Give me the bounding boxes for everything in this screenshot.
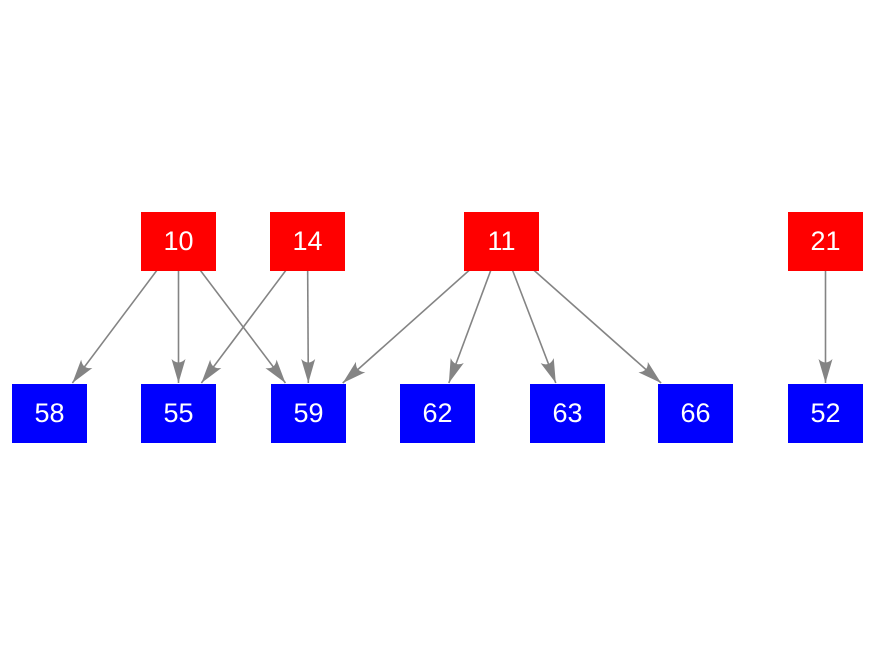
graph-node-14[interactable]: 14 bbox=[270, 212, 345, 271]
graph-node-59[interactable]: 59 bbox=[271, 384, 346, 443]
graph-node-21[interactable]: 21 bbox=[788, 212, 863, 271]
graph-node-63[interactable]: 63 bbox=[530, 384, 605, 443]
graph-node-11[interactable]: 11 bbox=[464, 212, 539, 271]
graph-node-52[interactable]: 52 bbox=[788, 384, 863, 443]
graph-node-10[interactable]: 10 bbox=[141, 212, 216, 271]
graph-node-66[interactable]: 66 bbox=[658, 384, 733, 443]
graph-node-55[interactable]: 55 bbox=[141, 384, 216, 443]
graph-node-58[interactable]: 58 bbox=[12, 384, 87, 443]
graph-node-62[interactable]: 62 bbox=[400, 384, 475, 443]
